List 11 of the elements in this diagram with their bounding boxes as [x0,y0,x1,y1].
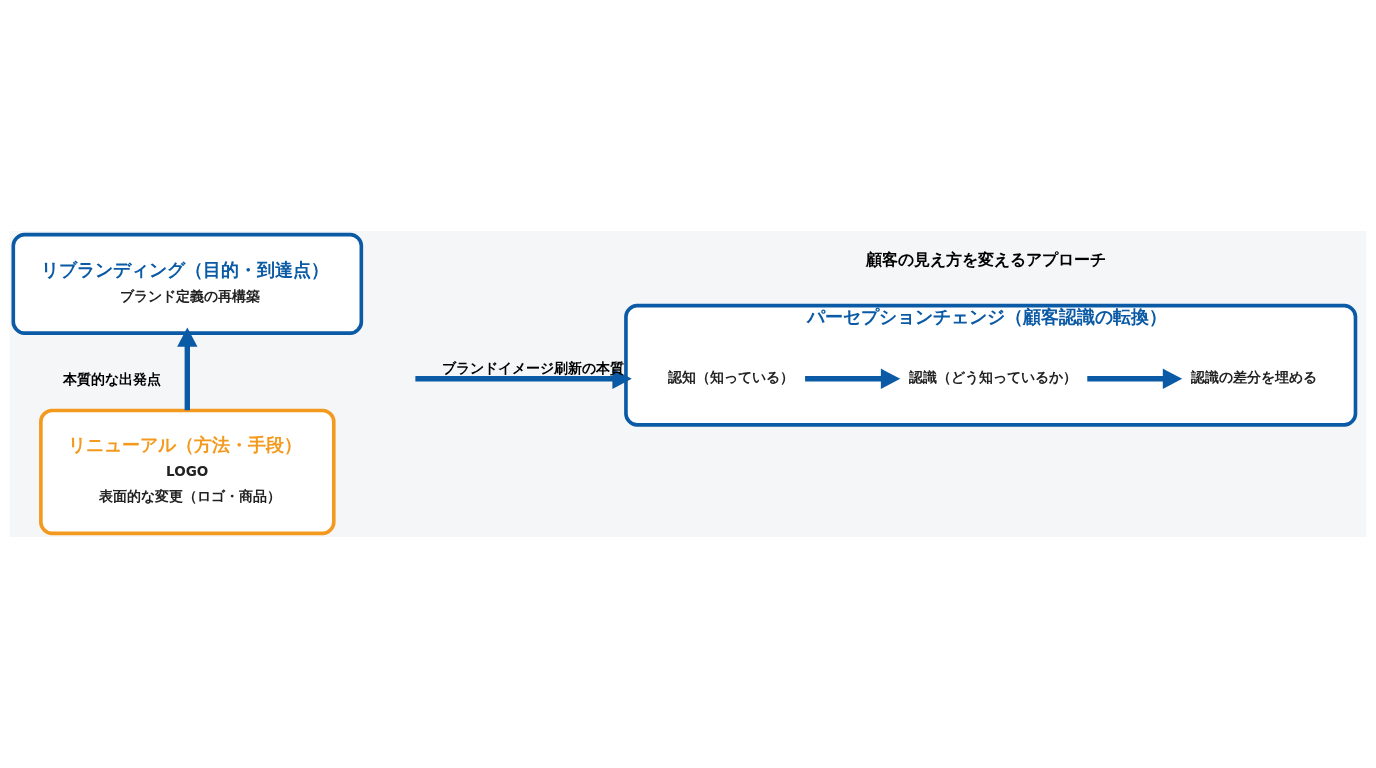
node-label: 顧客の見え方を変えるアプローチ [865,250,1106,270]
node-text: 認知（知っている） [667,368,794,385]
arrow [1087,368,1183,389]
node-text: 認識（どう知っているか） [909,368,1078,385]
arrow [177,327,198,411]
node-text: 認識の差分を埋める [1190,368,1317,385]
arrow [805,368,901,389]
node-box: リニューアル（方法・手段） LOGO 表面的な変更（ロゴ・商品） [39,408,336,536]
node-box: リブランディング（目的・到達点） ブランド定義の再構築 [11,232,364,335]
edge-label: 本質的な出発点 [62,370,161,387]
edge-label: ブランドイメージ刷新の本質 [441,360,624,377]
